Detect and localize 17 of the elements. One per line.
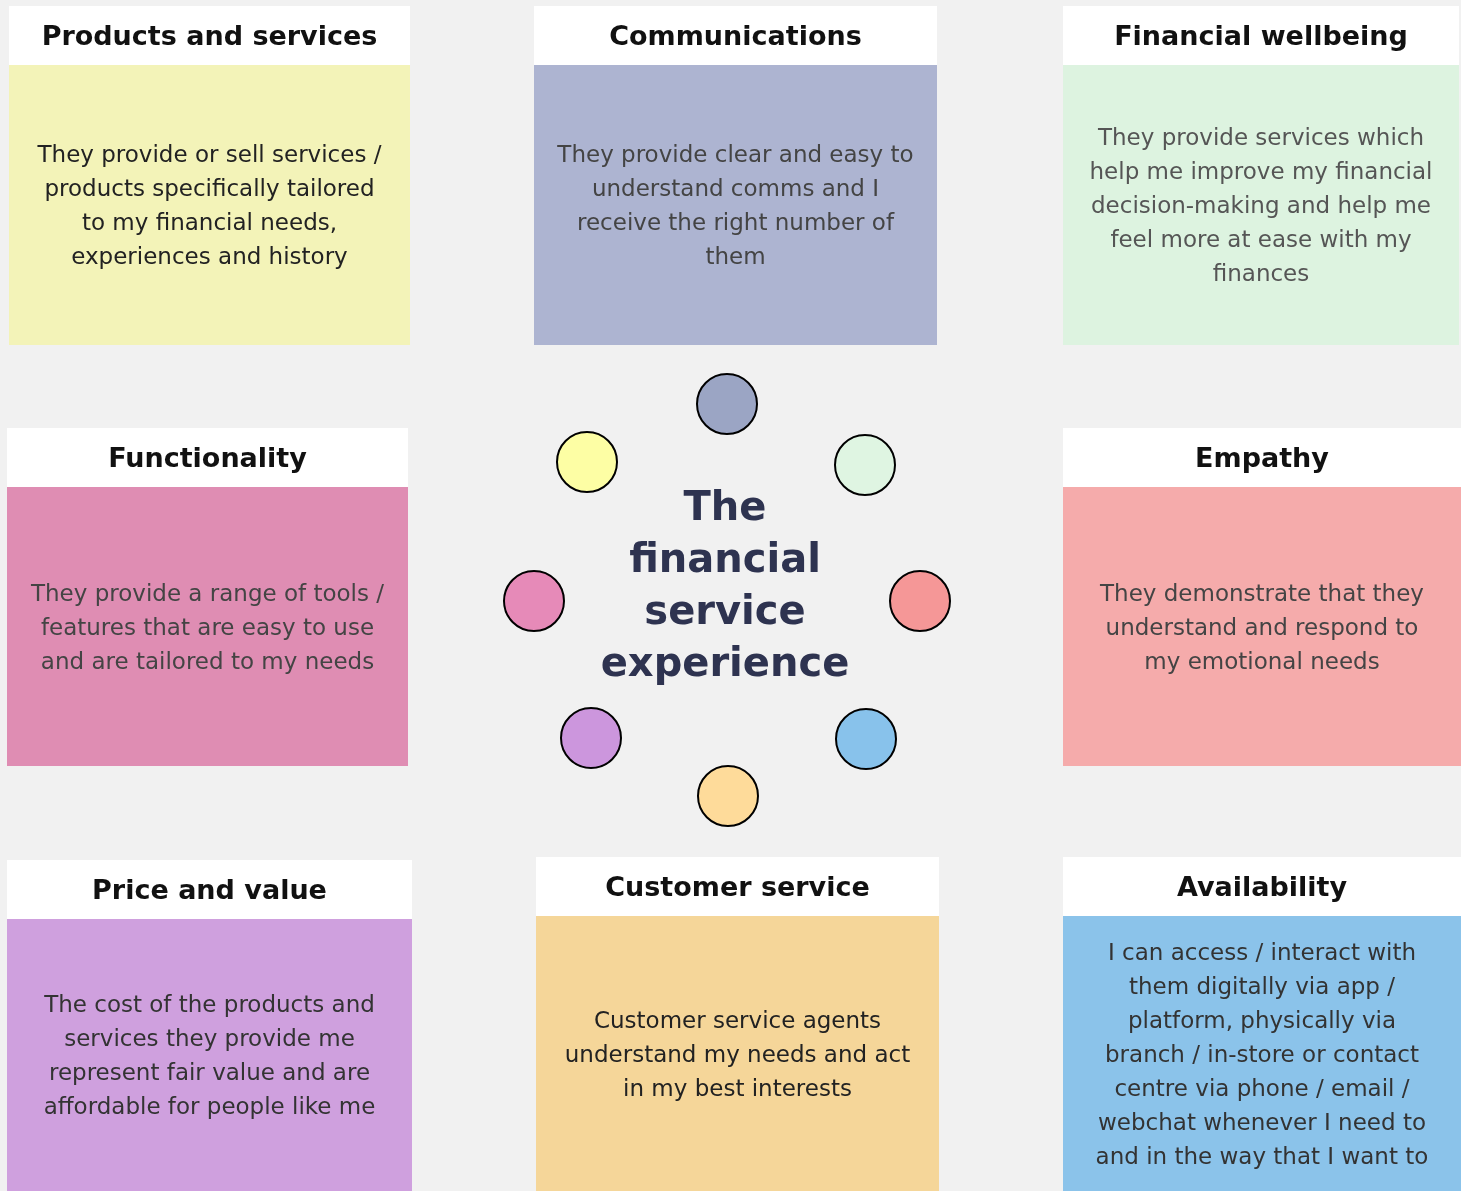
card-heading: Customer service: [536, 857, 939, 916]
card-heading: Functionality: [7, 428, 408, 487]
description-panel: I can access / interact with them digitally via app / platform, physically via branch / in-store or contact centre via phone / email / webchat whenever I need to and in the way that I want to: [1063, 916, 1461, 1191]
card-heading: Communications: [534, 6, 937, 65]
card-heading: Price and value: [7, 860, 412, 919]
description-panel: Customer service agents understand my needs and act in my best interests: [536, 916, 939, 1191]
description-panel: The cost of the products and services they provide me represent fair value and are affordable for people like me: [7, 919, 412, 1191]
center-heading: The financial service experience: [600, 482, 850, 687]
description-panel: They provide or sell services / products specifically tailored to my financial needs, experiences and history: [9, 65, 410, 345]
card-heading: Financial wellbeing: [1063, 6, 1459, 65]
description-panel: They provide services which help me improve my financial decision-making and help me feel more at ease with my finances: [1063, 65, 1459, 345]
card-heading: Availability: [1063, 857, 1461, 916]
description-panel: They provide clear and easy to understand comms and I receive the right number of them: [534, 65, 937, 345]
card-heading: Products and services: [9, 6, 410, 65]
card-heading: Empathy: [1063, 428, 1461, 487]
description-panel: They provide a range of tools / features that are easy to use and are tailored to my needs: [7, 487, 408, 766]
description-panel: They demonstrate that they understand and respond to my emotional needs: [1063, 487, 1461, 766]
